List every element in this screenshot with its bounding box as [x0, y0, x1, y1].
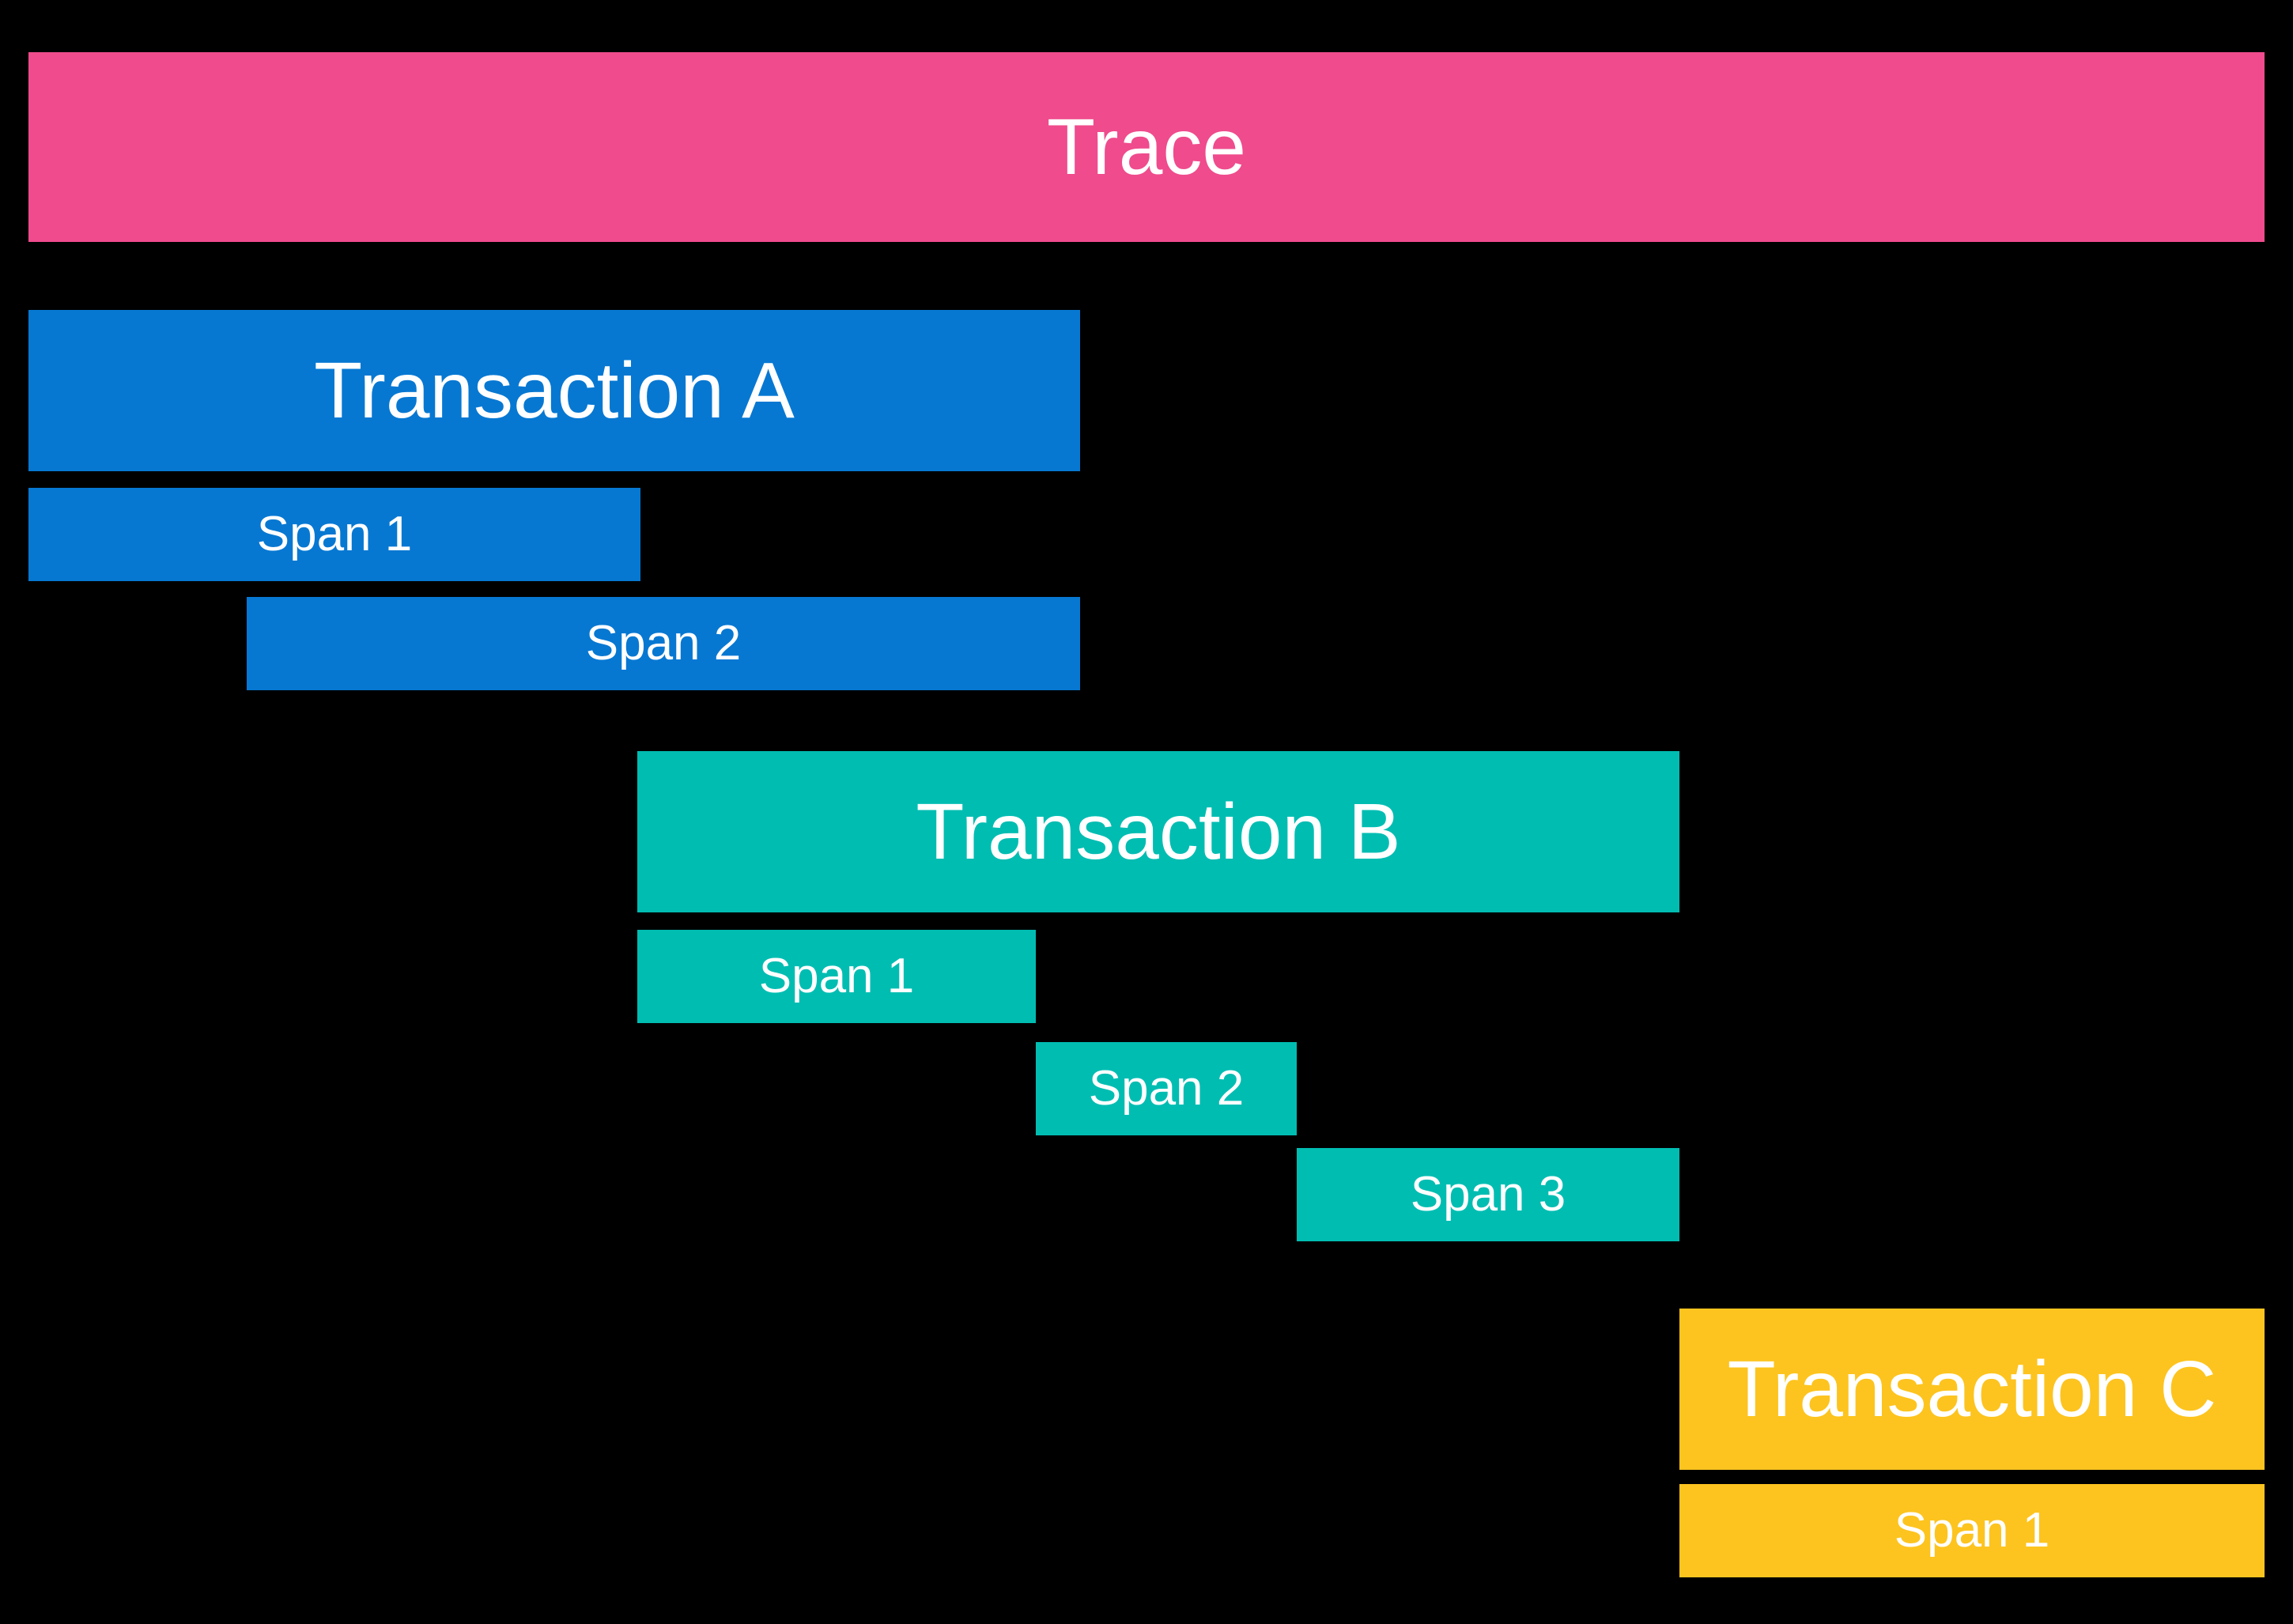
- transaction-a-span-1-label: Span 1: [256, 507, 413, 561]
- transaction-c-bar: Transaction C: [1679, 1309, 2265, 1470]
- transaction-a-label: Transaction A: [314, 346, 795, 435]
- transaction-b-label: Transaction B: [916, 787, 1401, 876]
- transaction-b-span-2-bar: Span 2: [1036, 1042, 1297, 1135]
- transaction-b-bar: Transaction B: [637, 751, 1679, 912]
- trace-label: Trace: [1047, 103, 1246, 191]
- transaction-a-span-2-bar: Span 2: [247, 597, 1080, 690]
- transaction-c-span-1-label: Span 1: [1894, 1503, 2050, 1558]
- transaction-a-span-1-bar: Span 1: [28, 488, 640, 581]
- transaction-b-span-2-label: Span 2: [1088, 1061, 1245, 1116]
- transaction-c-span-1-bar: Span 1: [1679, 1484, 2265, 1577]
- transaction-c-label: Transaction C: [1727, 1345, 2217, 1433]
- transaction-b-span-1-label: Span 1: [758, 949, 915, 1003]
- transaction-a-span-2-label: Span 2: [585, 616, 742, 670]
- transaction-a-bar: Transaction A: [28, 310, 1080, 471]
- transaction-b-span-3-label: Span 3: [1410, 1167, 1566, 1222]
- trace-bar: Trace: [28, 52, 2265, 242]
- transaction-b-span-1-bar: Span 1: [637, 930, 1036, 1023]
- transaction-b-span-3-bar: Span 3: [1297, 1148, 1679, 1241]
